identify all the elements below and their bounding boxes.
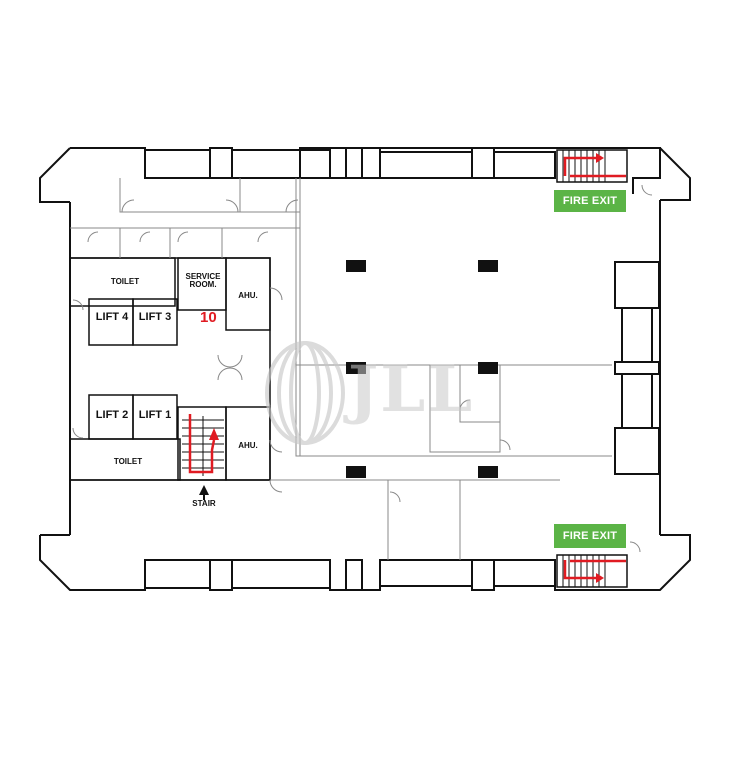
toilet-label-top: TOILET	[110, 277, 140, 286]
toilet-label-bottom: TOILET	[113, 457, 143, 466]
floor-number: 10	[200, 309, 217, 326]
ahu-label-bottom: AHU.	[238, 441, 258, 450]
stair-label: STAIR	[192, 499, 216, 508]
service-room-label: SERVICE ROOM.	[185, 272, 221, 290]
lift-2-label: LIFT 2	[95, 409, 129, 421]
partitions	[70, 178, 653, 560]
fire-exit-badge-bottom: FIRE EXIT	[554, 524, 626, 548]
outer-walls	[39, 147, 691, 591]
jll-watermark-text: JLL	[348, 352, 475, 427]
lift-3-label: LIFT 3	[138, 311, 172, 323]
fire-stair-top	[556, 149, 628, 183]
lift-1-label: LIFT 1	[138, 409, 172, 421]
fire-stair-bottom	[556, 554, 628, 588]
columns	[346, 260, 498, 478]
jll-watermark-mark	[265, 341, 345, 445]
ahu-label-top: AHU.	[238, 291, 258, 300]
lift-4-label: LIFT 4	[95, 311, 129, 323]
core-stair	[182, 414, 224, 500]
fire-exit-badge-top: FIRE EXIT	[554, 190, 626, 212]
